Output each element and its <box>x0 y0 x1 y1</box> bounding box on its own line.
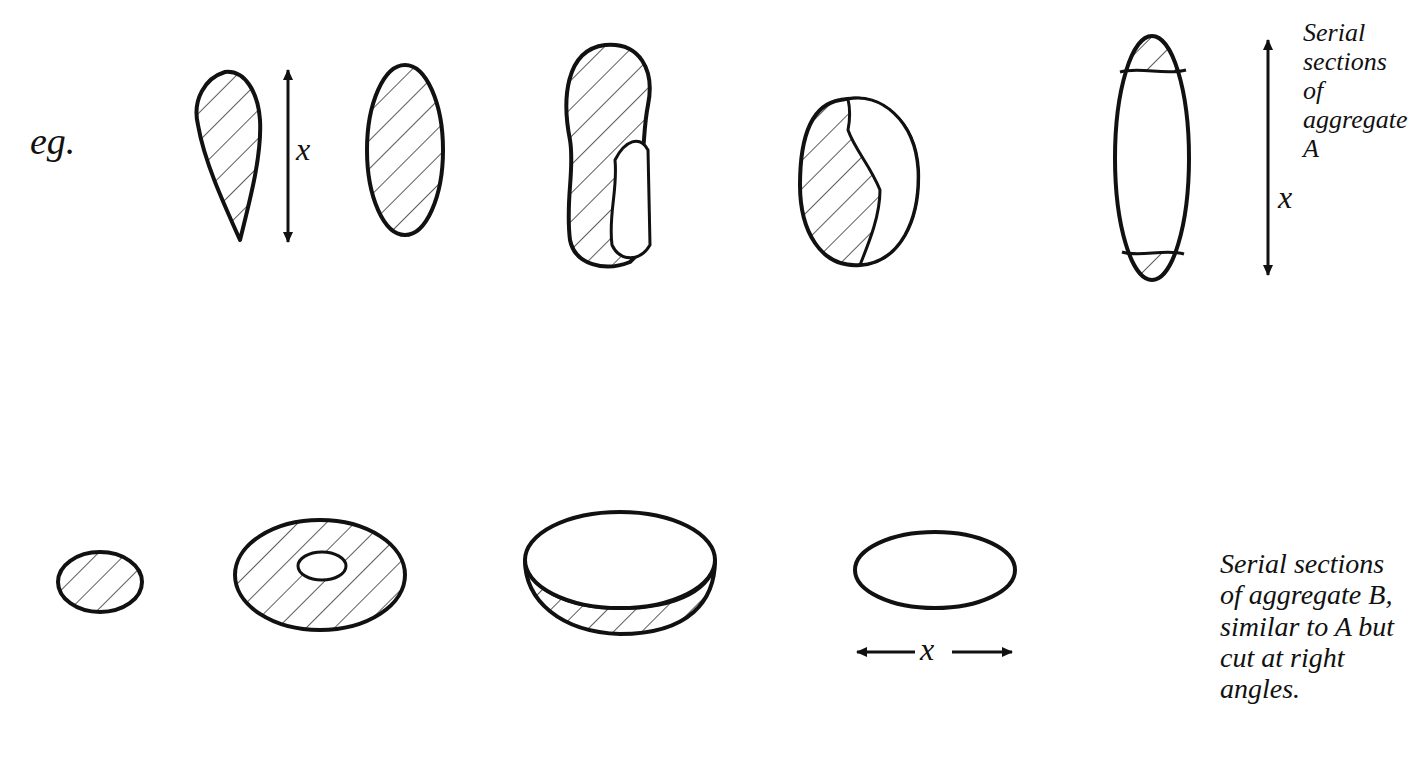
section-a4 <box>800 99 918 266</box>
caption-note: Serial sections of aggregate A <box>1303 18 1407 164</box>
section-a3-pocket <box>611 141 650 257</box>
example-note: eg. <box>30 120 110 163</box>
section-a2 <box>367 65 443 235</box>
dimension-label: x <box>920 632 948 668</box>
dimension-arrow <box>857 651 915 654</box>
section-b2 <box>235 520 405 630</box>
dimension-arrow <box>952 651 1012 654</box>
section-a4-face <box>848 98 918 265</box>
caption-note: Serial sections of aggregate B, similar … <box>1220 548 1406 705</box>
section-b3 <box>525 512 715 608</box>
dimension-arrow <box>287 70 290 242</box>
dimension-label: x <box>296 132 320 168</box>
section-a5 <box>1115 36 1189 280</box>
dimension-label: x <box>1278 180 1300 216</box>
section-b4 <box>855 532 1015 608</box>
section-a1 <box>197 72 261 240</box>
section-a3 <box>566 45 649 267</box>
section-b1 <box>58 552 142 612</box>
dimension-arrow <box>1267 40 1270 275</box>
